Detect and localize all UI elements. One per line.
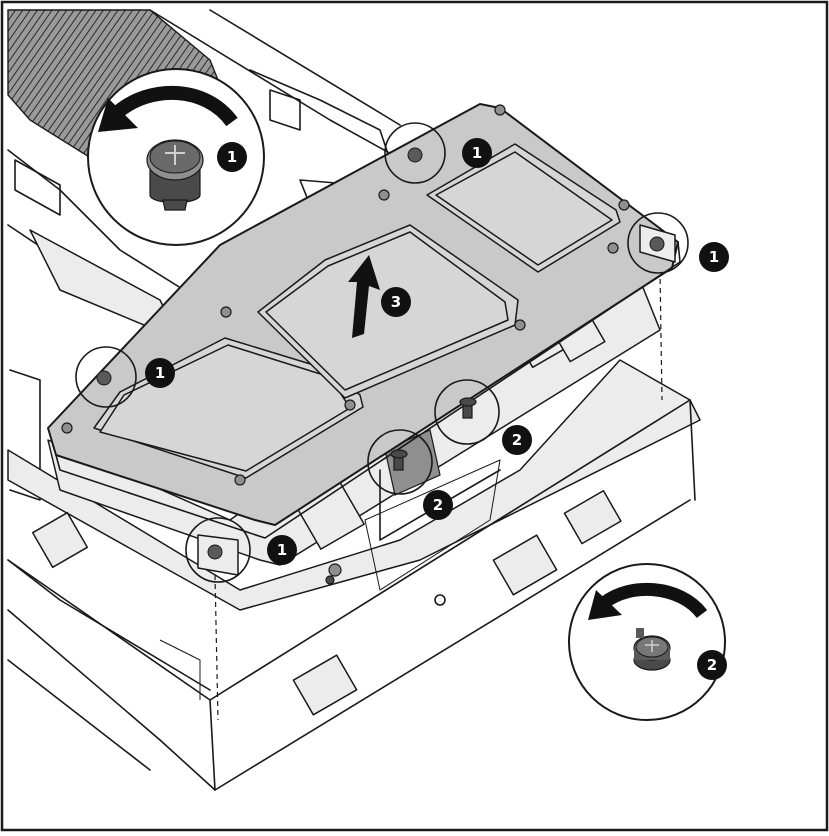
base-connector-left xyxy=(31,511,89,569)
phillips-head-icon xyxy=(165,145,185,165)
lift-arrow-shape xyxy=(348,255,380,338)
base-connector-3 xyxy=(563,490,622,545)
base-connector-1 xyxy=(292,654,358,716)
alignment-line-left xyxy=(214,574,219,721)
zoom-detail-top-left xyxy=(87,68,265,246)
rotate-arrow-ccw-icon xyxy=(113,86,238,127)
screw-right xyxy=(649,236,665,252)
badge-screw-left: 1 xyxy=(145,358,175,388)
svg-text:2: 2 xyxy=(433,496,443,514)
badge-zoom-bottom-right: 2 xyxy=(697,650,727,680)
svg-text:1: 1 xyxy=(472,144,482,162)
badge-thumbscrew-center: 2 xyxy=(423,490,453,520)
screw-highlights xyxy=(75,122,689,583)
screw-left xyxy=(96,370,112,386)
badge-thumbscrew-right: 2 xyxy=(502,425,532,455)
lift-arrow xyxy=(348,255,380,338)
chassis-base xyxy=(7,359,701,791)
highlight-screw-left xyxy=(75,346,137,408)
highlight-screw-top xyxy=(384,122,446,184)
svg-text:1: 1 xyxy=(155,364,165,382)
badge-screw-top: 1 xyxy=(462,138,492,168)
svg-text:1: 1 xyxy=(227,148,237,166)
base-tray xyxy=(7,359,701,611)
svg-text:3: 3 xyxy=(391,293,401,311)
svg-text:1: 1 xyxy=(277,541,287,559)
rotate-arrow-ccw-icon-2 xyxy=(599,582,708,619)
badge-screw-right: 1 xyxy=(699,242,729,272)
svg-text:2: 2 xyxy=(707,656,717,674)
svg-text:2: 2 xyxy=(512,431,522,449)
base-standoff xyxy=(328,563,342,577)
badge-screw-bottom-left: 1 xyxy=(267,535,297,565)
badge-zoom-top-left: 1 xyxy=(217,142,247,172)
highlight-thumbscrew-center xyxy=(367,429,433,495)
screw-bottom-left xyxy=(207,544,223,560)
highlight-thumbscrew-right xyxy=(434,379,500,445)
zoom-detail-bottom-right xyxy=(568,563,726,721)
alignment-line-right xyxy=(659,269,663,401)
cage-bracket xyxy=(384,429,441,496)
svg-text:1: 1 xyxy=(709,248,719,266)
plate-rivets xyxy=(61,104,630,486)
base-connector-2 xyxy=(492,534,558,596)
highlight-screw-bottom-left xyxy=(185,517,251,583)
screw-top xyxy=(407,147,423,163)
badge-lift: 3 xyxy=(381,287,411,317)
highlight-screw-right xyxy=(627,212,689,274)
